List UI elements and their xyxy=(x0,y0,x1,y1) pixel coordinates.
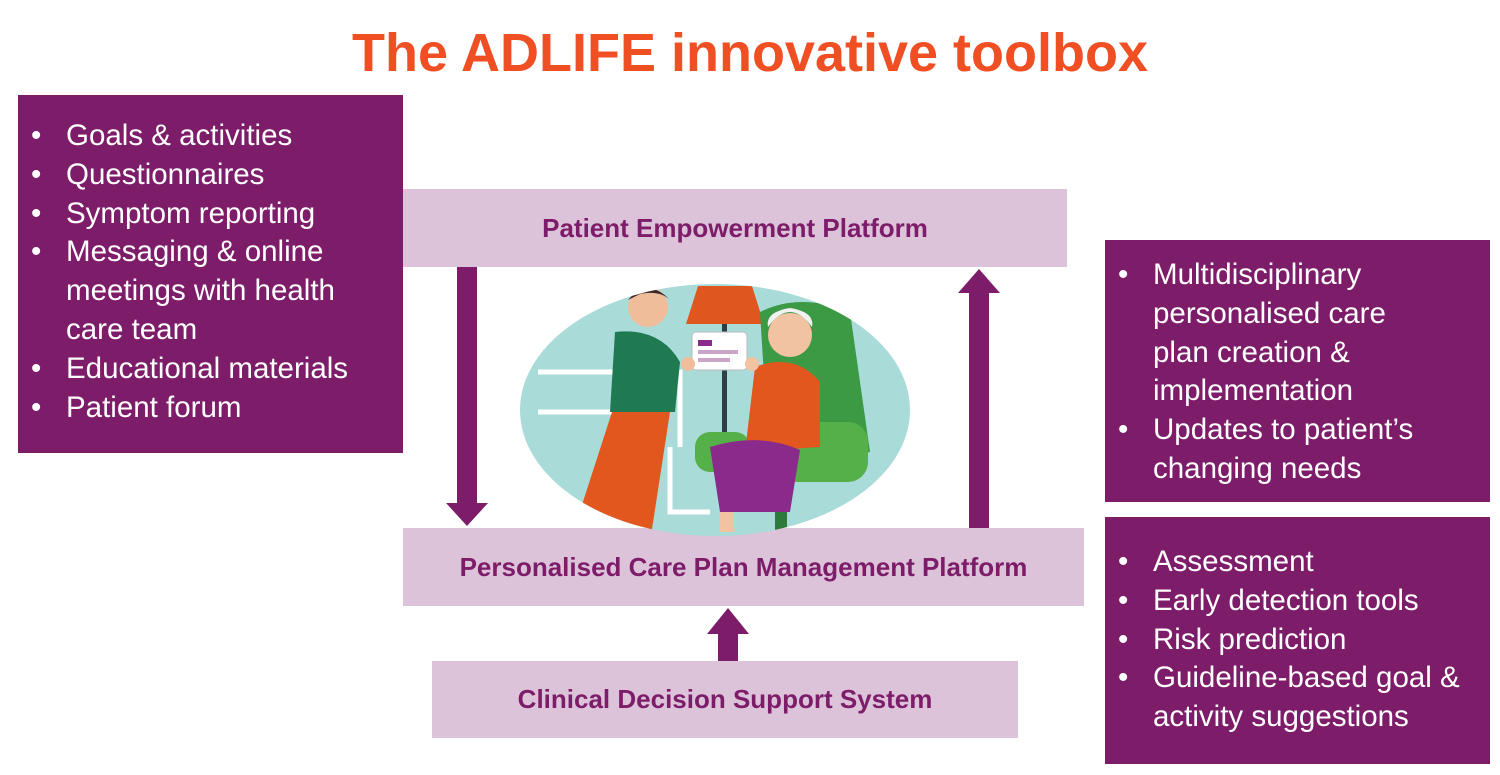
patient-features-box: Goals & activities Questionnaires Sympto… xyxy=(18,95,403,453)
list-item: Assessment xyxy=(1105,543,1490,582)
patient-features-list: Goals & activities Questionnaires Sympto… xyxy=(18,117,403,427)
list-item: Multidisciplinary personalised care plan… xyxy=(1105,256,1490,411)
list-item: Guideline-based goal & activity suggesti… xyxy=(1105,659,1490,737)
list-item: Goals & activities xyxy=(18,117,403,156)
care-plan-management-platform-label: Personalised Care Plan Management Platfo… xyxy=(459,551,1028,582)
list-item: Updates to patient’s changing needs xyxy=(1105,411,1490,489)
patient-empowerment-platform: Patient Empowerment Platform xyxy=(403,189,1067,267)
caregiver-illustration xyxy=(520,284,910,536)
list-item: Risk prediction xyxy=(1105,621,1490,660)
page-title: The ADLIFE innovative toolbox xyxy=(351,23,1149,83)
decision-support-features-list: Assessment Early detection tools Risk pr… xyxy=(1105,543,1490,737)
list-item: Early detection tools xyxy=(1105,582,1490,621)
decision-support-features-box: Assessment Early detection tools Risk pr… xyxy=(1105,517,1490,764)
list-item: Symptom reporting xyxy=(18,195,403,234)
arrow-down-icon xyxy=(446,267,488,526)
care-plan-features-list: Multidisciplinary personalised care plan… xyxy=(1105,256,1490,489)
clinical-decision-support-system: Clinical Decision Support System xyxy=(432,661,1018,738)
list-item: Messaging & online meetings with health … xyxy=(18,233,403,349)
arrow-up-icon xyxy=(958,269,1000,528)
clinical-decision-support-system-label: Clinical Decision Support System xyxy=(517,684,933,714)
list-item: Questionnaires xyxy=(18,156,403,195)
list-item: Patient forum xyxy=(18,389,403,428)
list-item: Educational materials xyxy=(18,350,403,389)
arrow-up-icon xyxy=(707,608,749,661)
care-plan-management-platform: Personalised Care Plan Management Platfo… xyxy=(403,528,1084,606)
patient-empowerment-platform-label: Patient Empowerment Platform xyxy=(542,212,928,243)
care-plan-features-box: Multidisciplinary personalised care plan… xyxy=(1105,240,1490,502)
